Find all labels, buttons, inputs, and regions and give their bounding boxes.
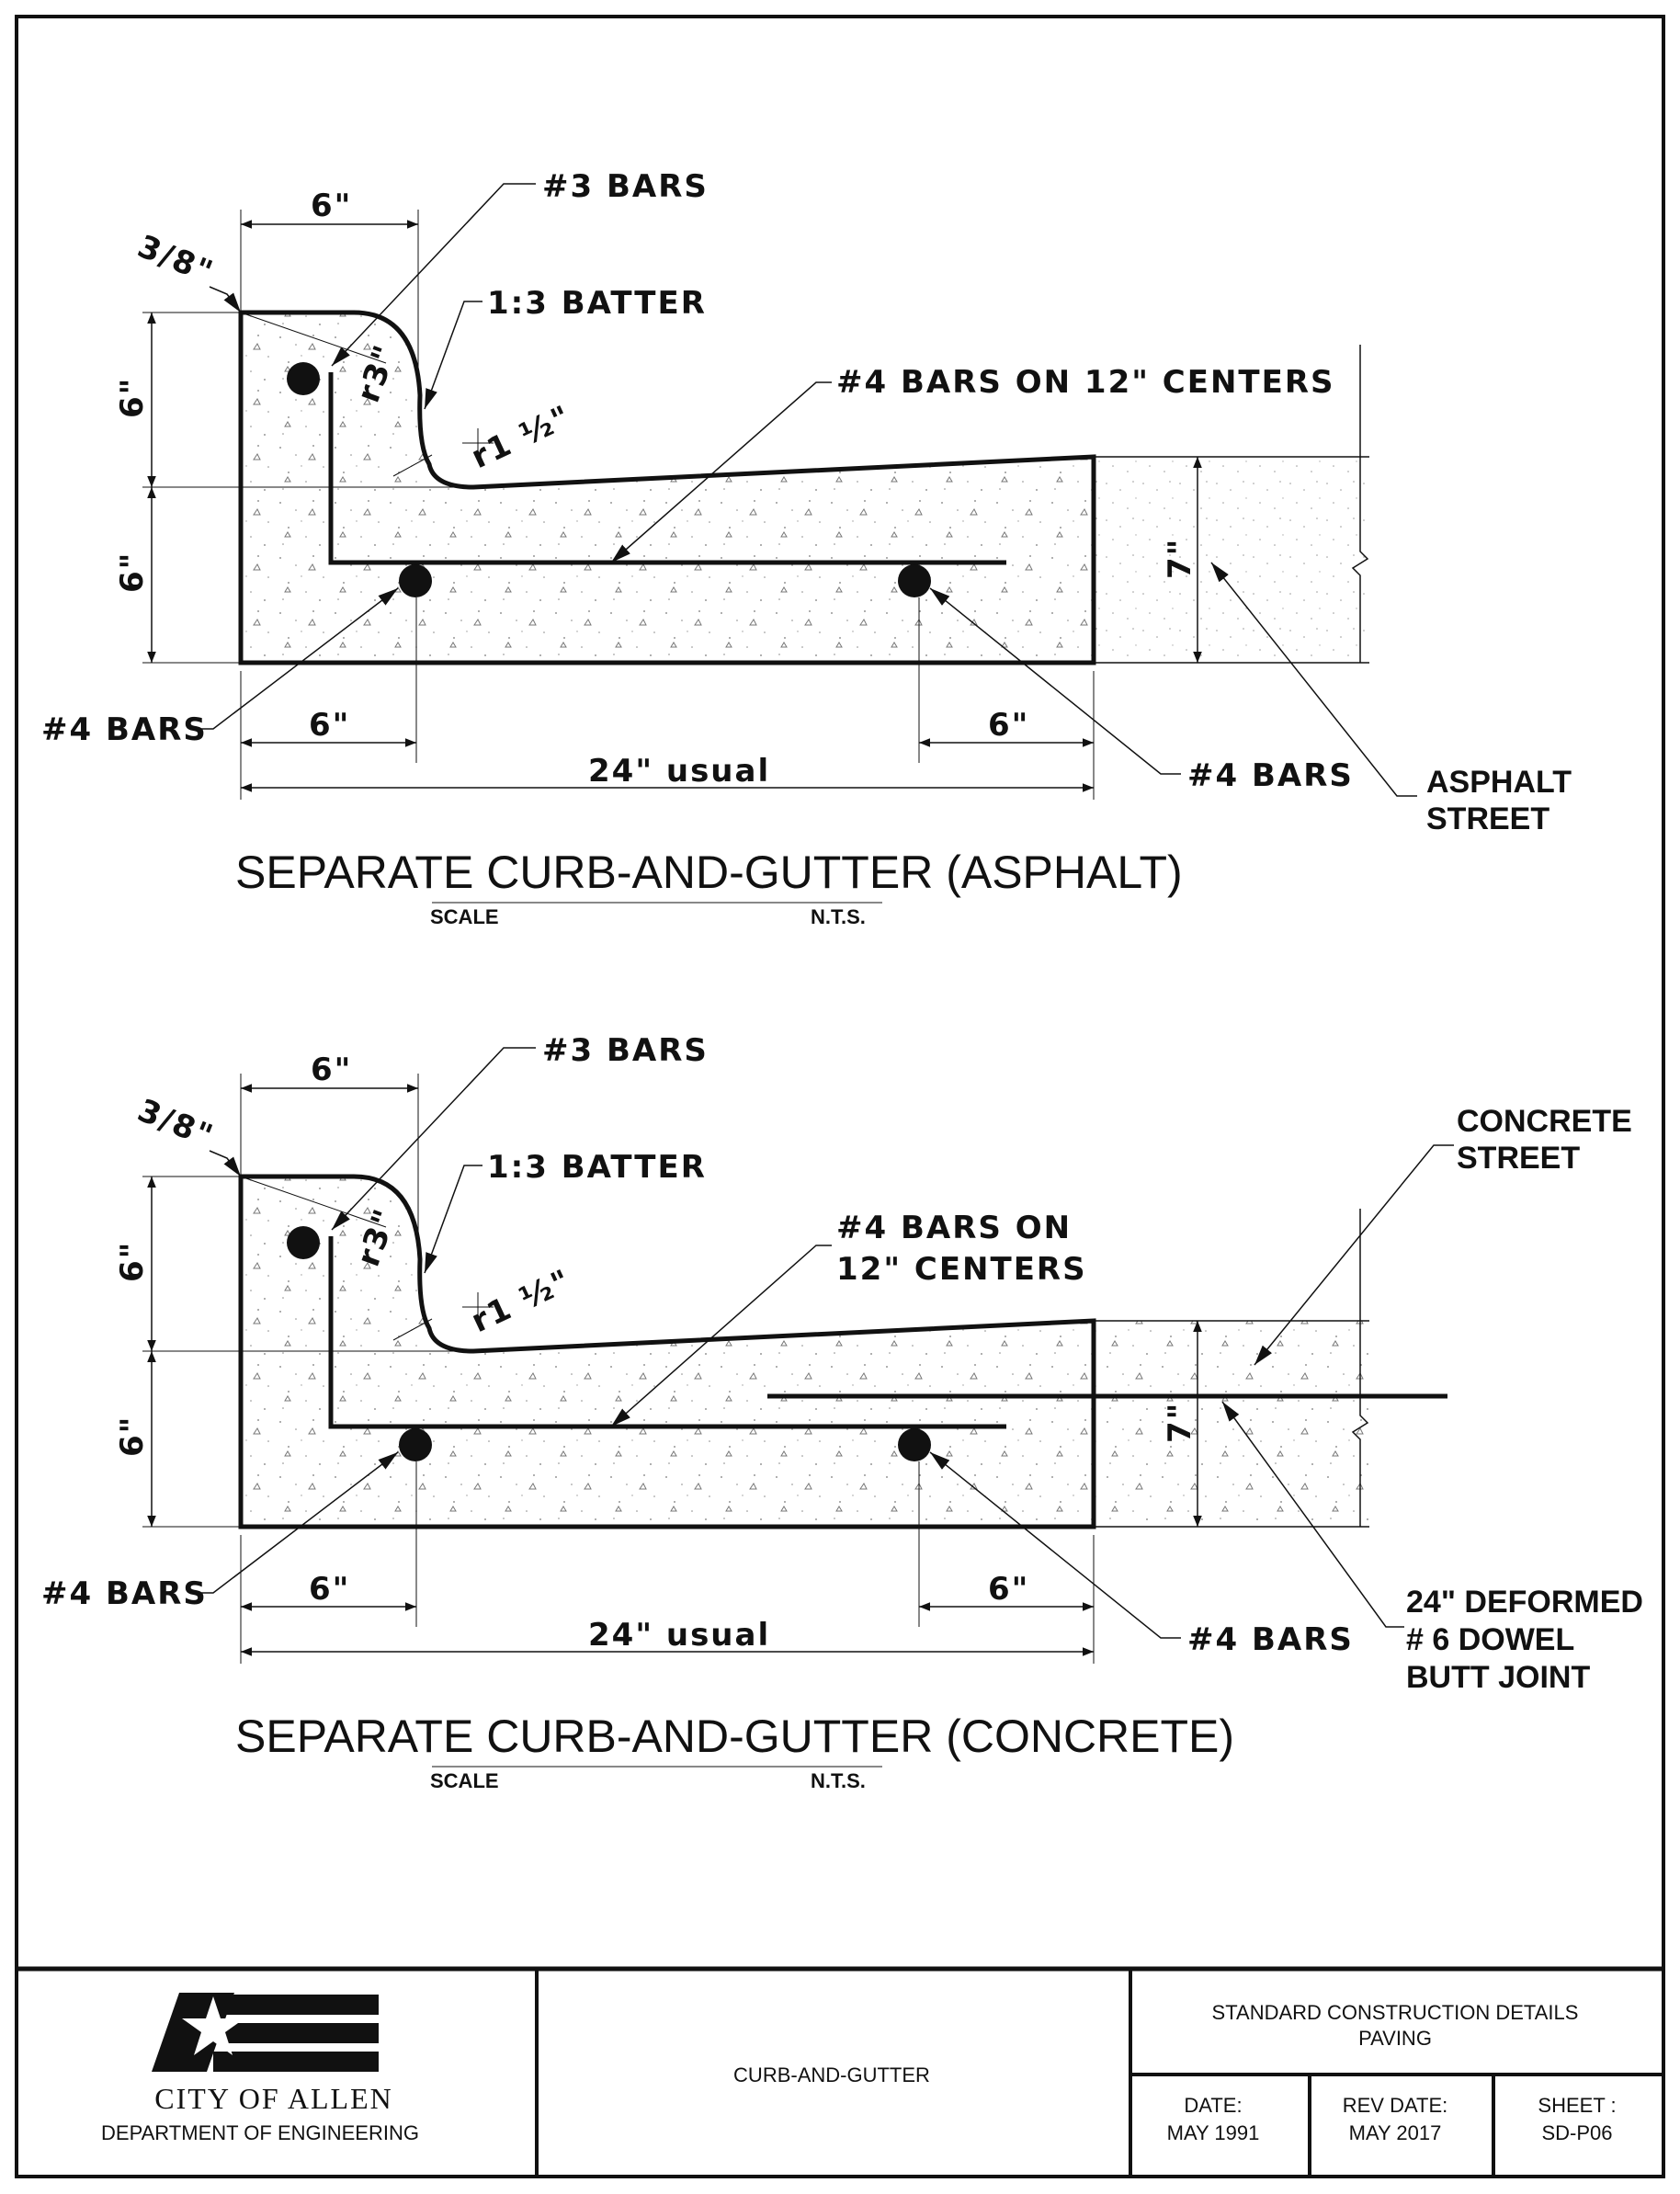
dim-bottom-left: 6"	[309, 707, 350, 744]
scale-value: N.T.S.	[811, 905, 866, 928]
detail-title: SEPARATE CURB-AND-GUTTER (CONCRETE)	[235, 1711, 1234, 1762]
bar-4-left	[399, 1428, 432, 1461]
dim-bottom-right: 6"	[988, 1571, 1029, 1608]
dim-total: 24" usual	[588, 1617, 770, 1654]
dim-top: 6"	[311, 188, 352, 224]
rev-label: REV DATE:	[1343, 2094, 1448, 2117]
date-label: DATE:	[1184, 2094, 1242, 2117]
dim-top: 6"	[311, 1052, 352, 1088]
radius-small: r1 ½"	[466, 398, 577, 476]
dim-gutter-height: 6"	[114, 1415, 151, 1457]
curb-section	[238, 310, 1096, 665]
detail-title: SEPARATE CURB-AND-GUTTER (ASPHALT)	[235, 847, 1183, 898]
dim-curb-height: 6"	[114, 377, 151, 418]
bar-3	[287, 1226, 320, 1259]
bars4-left-label: #4 BARS	[41, 1575, 208, 1612]
dim-chamfer: 3/8"	[132, 228, 219, 291]
title-block: CITY OF ALLEN DEPARTMENT OF ENGINEERING …	[17, 1966, 1663, 2177]
star-icon	[182, 1996, 244, 2055]
bars4-centers-label-line2: 12" CENTERS	[836, 1251, 1087, 1288]
rebar-hook	[328, 1236, 1006, 1429]
rev-value: MAY 2017	[1349, 2121, 1442, 2144]
sheet-border	[15, 15, 1665, 2178]
detail-concrete: #3 BARS 1:3 BATTER #4 BARS ON 12" CENTER…	[41, 1032, 1643, 1792]
asphalt-street	[1094, 457, 1369, 663]
bar-4-left	[399, 564, 432, 597]
batter-label: 1:3 BATTER	[487, 1149, 707, 1186]
radius-small: r1 ½"	[466, 1262, 577, 1340]
city-logo	[152, 1993, 379, 2072]
bars4-left-label: #4 BARS	[41, 711, 208, 748]
date-value: MAY 1991	[1167, 2121, 1260, 2144]
category-line1: STANDARD CONSTRUCTION DETAILS	[1212, 2001, 1579, 2024]
batter-label: 1:3 BATTER	[487, 285, 707, 322]
curb-section	[238, 1174, 1096, 1529]
dim-street: 7"	[1162, 538, 1198, 579]
detail-asphalt: #3 BARS 1:3 BATTER #4 BARS ON 12" CENTER…	[41, 168, 1572, 928]
drawing-title: CURB-AND-GUTTER	[733, 2063, 930, 2086]
concrete-street	[1094, 1321, 1369, 1527]
dim-street: 7"	[1162, 1402, 1198, 1443]
bars3-label: #3 BARS	[542, 1032, 709, 1069]
bar-3	[287, 362, 320, 395]
bars4-centers-label: #4 BARS ON 12" CENTERS	[836, 364, 1335, 401]
bar-4-right	[898, 1428, 931, 1461]
scale-label: SCALE	[430, 1769, 499, 1792]
bars4-centers-label-line1: #4 BARS ON	[836, 1210, 1072, 1246]
city-name: CITY OF ALLEN	[154, 2082, 392, 2115]
bars4-right-label: #4 BARS	[1187, 757, 1354, 794]
rebar-hook	[328, 372, 1006, 565]
dowel-label-line2: # 6 DOWEL	[1406, 1622, 1574, 1657]
sheet-value: SD-P06	[1541, 2121, 1612, 2144]
category-line2: PAVING	[1358, 2027, 1432, 2050]
street-label-line1: ASPHALT	[1426, 765, 1572, 800]
dim-curb-height: 6"	[114, 1241, 151, 1282]
bar-4-right	[898, 564, 931, 597]
scale-label: SCALE	[430, 905, 499, 928]
dim-total: 24" usual	[588, 753, 770, 790]
dim-chamfer: 3/8"	[132, 1092, 219, 1155]
dowel-label-line1: 24" DEFORMED	[1406, 1585, 1643, 1620]
street-label-line2: STREET	[1457, 1141, 1580, 1176]
dim-bottom-right: 6"	[988, 707, 1029, 744]
dim-bottom-left: 6"	[309, 1571, 350, 1608]
sheet-label: SHEET :	[1538, 2094, 1616, 2117]
scale-value: N.T.S.	[811, 1769, 866, 1792]
department-name: DEPARTMENT OF ENGINEERING	[101, 2121, 419, 2144]
dim-gutter-height: 6"	[114, 551, 151, 593]
street-label-line1: CONCRETE	[1457, 1104, 1632, 1139]
street-label-line2: STREET	[1426, 801, 1549, 836]
dowel-label-line3: BUTT JOINT	[1406, 1660, 1590, 1695]
bars4-right-label: #4 BARS	[1187, 1621, 1354, 1658]
bars3-label: #3 BARS	[542, 168, 709, 205]
